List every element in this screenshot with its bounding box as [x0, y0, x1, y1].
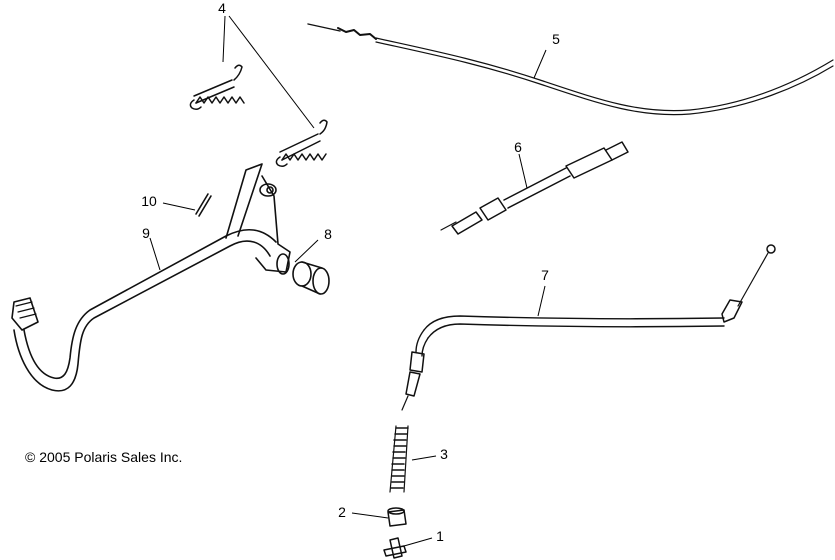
callout-7: 7 [541, 267, 549, 283]
spring-lower-part [275, 119, 328, 168]
callout-6: 6 [514, 139, 522, 155]
callout-1: 1 [436, 528, 444, 544]
copyright-notice: © 2005 Polaris Sales Inc. [25, 449, 183, 465]
callout-3: 3 [440, 446, 448, 462]
callout-5: 5 [552, 31, 560, 47]
spring-upper-part [189, 64, 245, 111]
ferrule-2-part [387, 507, 407, 527]
callout-8: 8 [324, 226, 332, 242]
callout-4: 4 [218, 0, 226, 16]
brake-cable-7-part [401, 244, 776, 411]
cotter-pin-10-part [195, 193, 212, 217]
cable-end-6-part [440, 141, 629, 235]
leader-lines [149, 15, 547, 547]
spring-3-part [389, 425, 409, 493]
callout-10: 10 [141, 193, 157, 209]
cable-5-part [307, 23, 834, 116]
brake-pedal-9-part [11, 163, 291, 392]
pin-1-part [383, 537, 407, 559]
callout-9: 9 [142, 225, 150, 241]
callout-2: 2 [338, 504, 346, 520]
bushing-8-part [292, 261, 330, 295]
